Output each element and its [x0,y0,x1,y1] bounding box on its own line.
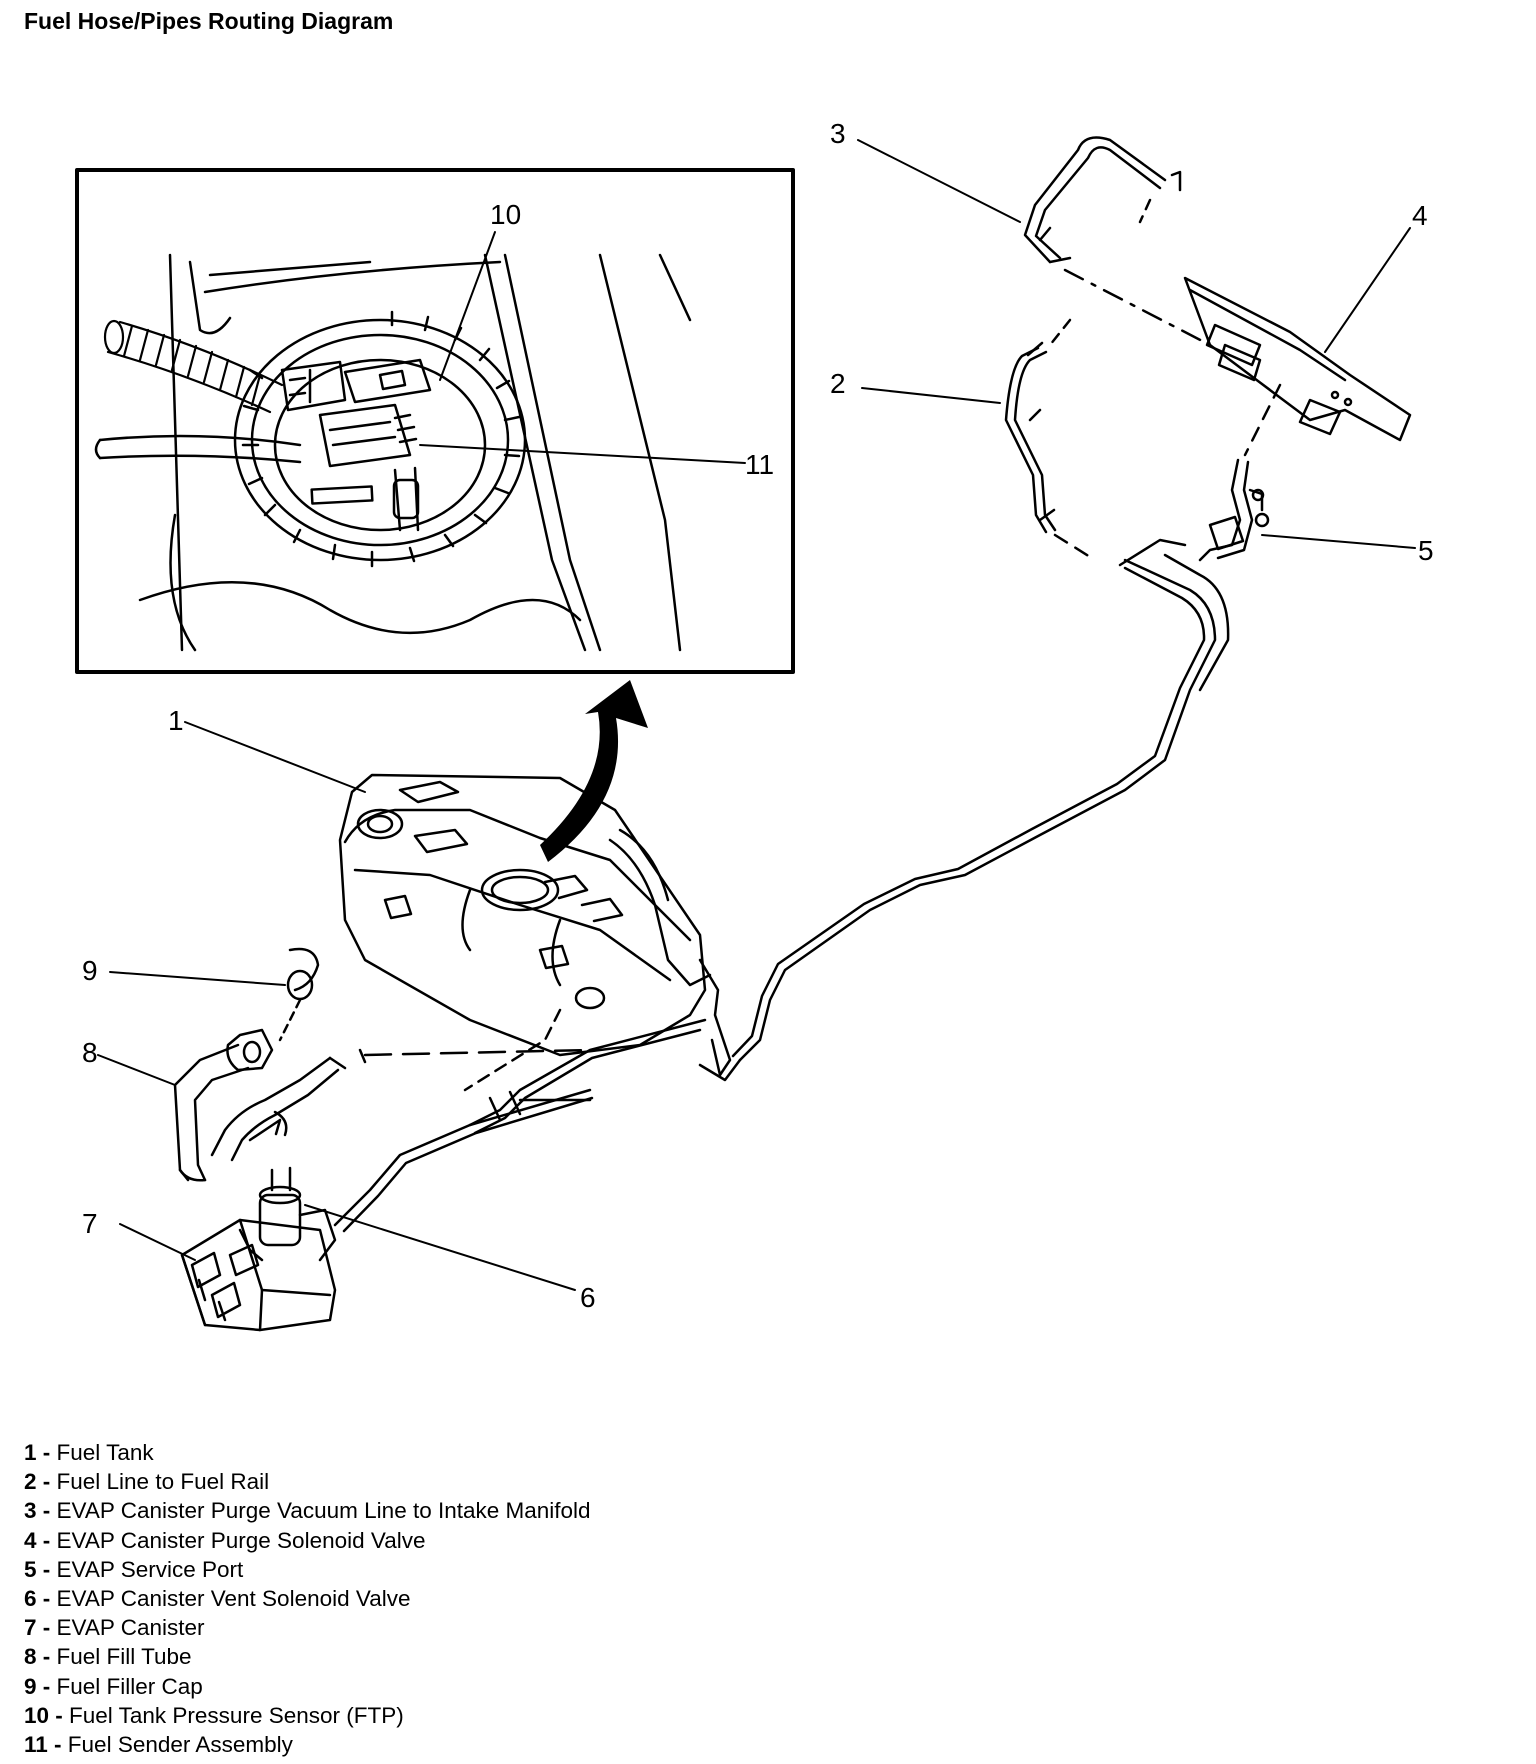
legend-item: 6 - EVAP Canister Vent Solenoid Valve [24,1584,591,1613]
legend-separator: - [36,1527,57,1553]
fuel-fill-tube [173,1028,592,1182]
legend-number: 4 [24,1527,37,1553]
legend-item: 5 - EVAP Service Port [24,1555,591,1584]
legend-separator: - [36,1498,57,1524]
legend-item: 1 - Fuel Tank [24,1438,591,1467]
callout-labels: 1 2 3 4 5 6 7 8 9 10 11 [82,118,1434,1313]
legend-number: 1 [24,1440,37,1465]
zoom-arrow [540,680,648,862]
legend-item: 7 - EVAP Canister [24,1613,591,1642]
diagram-title: Fuel Hose/Pipes Routing Diagram [24,8,394,34]
legend-separator: - [36,1556,57,1582]
callout-7: 7 [82,1208,98,1239]
callout-2: 2 [830,368,846,399]
evap-canister-vent-solenoid-valve [238,1166,337,1262]
legend-number: 6 [24,1586,37,1612]
evap-canister [180,1218,337,1332]
legend-number: 2 [24,1469,37,1495]
legend-item: 11 - Fuel Sender Assembly [24,1730,591,1759]
legend-number: 10 [24,1702,50,1728]
legend-text: EVAP Canister Vent Solenoid Valve [56,1586,411,1612]
legend-number: 3 [24,1498,37,1524]
legend-text: EVAP Service Port [56,1556,244,1582]
callout-11: 11 [745,449,774,480]
legend-number: 11 [24,1732,48,1758]
legend-text: Fuel Line to Fuel Rail [56,1469,270,1495]
legend-text: Fuel Fill Tube [56,1644,192,1670]
legend-text: Fuel Tank Pressure Sensor (FTP) [69,1702,404,1728]
fuel-line-to-fuel-rail [333,341,1230,1233]
callout-10: 10 [490,199,521,230]
callout-8: 8 [82,1037,98,1068]
legend-number: 5 [24,1556,37,1582]
legend-separator: - [36,1644,57,1670]
legend-item: 8 - Fuel Fill Tube [24,1642,591,1671]
callout-6: 6 [580,1282,596,1313]
legend-item: 9 - Fuel Filler Cap [24,1672,591,1701]
legend-text: Fuel Tank [56,1440,154,1465]
legend-text: EVAP Canister Purge Vacuum Line to Intak… [56,1498,591,1524]
legend-separator: - [36,1586,57,1612]
legend-number: 8 [24,1644,37,1670]
legend-separator: - [36,1440,57,1465]
legend-item: 3 - EVAP Canister Purge Vacuum Line to I… [24,1496,591,1525]
legend-separator: - [36,1615,57,1641]
callout-1: 1 [168,705,184,736]
callout-4: 4 [1412,200,1428,231]
fuel-filler-cap [278,947,320,1042]
callout-3: 3 [830,118,846,149]
legend-separator: - [49,1702,70,1728]
legend-separator: - [47,1732,68,1758]
legend-separator: - [36,1469,57,1495]
callout-5: 5 [1418,535,1434,566]
legend-item: 10 - Fuel Tank Pressure Sensor (FTP) [24,1701,591,1730]
legend-text: Fuel Filler Cap [56,1673,203,1699]
legend-number: 7 [24,1615,37,1641]
callout-9: 9 [82,955,98,986]
legend-item: 4 - EVAP Canister Purge Solenoid Valve [24,1526,591,1555]
evap-purge-solenoid-valve [1048,276,1412,457]
parts-legend: 1 - Fuel Tank 2 - Fuel Line to Fuel Rail… [24,1438,591,1759]
legend-text: EVAP Canister [56,1615,205,1641]
legend-text: EVAP Canister Purge Solenoid Valve [56,1527,426,1553]
evap-service-port [1198,458,1270,562]
detail-inset [75,168,795,674]
leader-lines [97,139,1416,1291]
evap-purge-vacuum-line [1023,136,1212,347]
legend-text: Fuel Sender Assembly [67,1732,293,1758]
legend-item: 2 - Fuel Line to Fuel Rail [24,1467,591,1496]
legend-separator: - [36,1673,57,1699]
legend-number: 9 [24,1673,37,1699]
